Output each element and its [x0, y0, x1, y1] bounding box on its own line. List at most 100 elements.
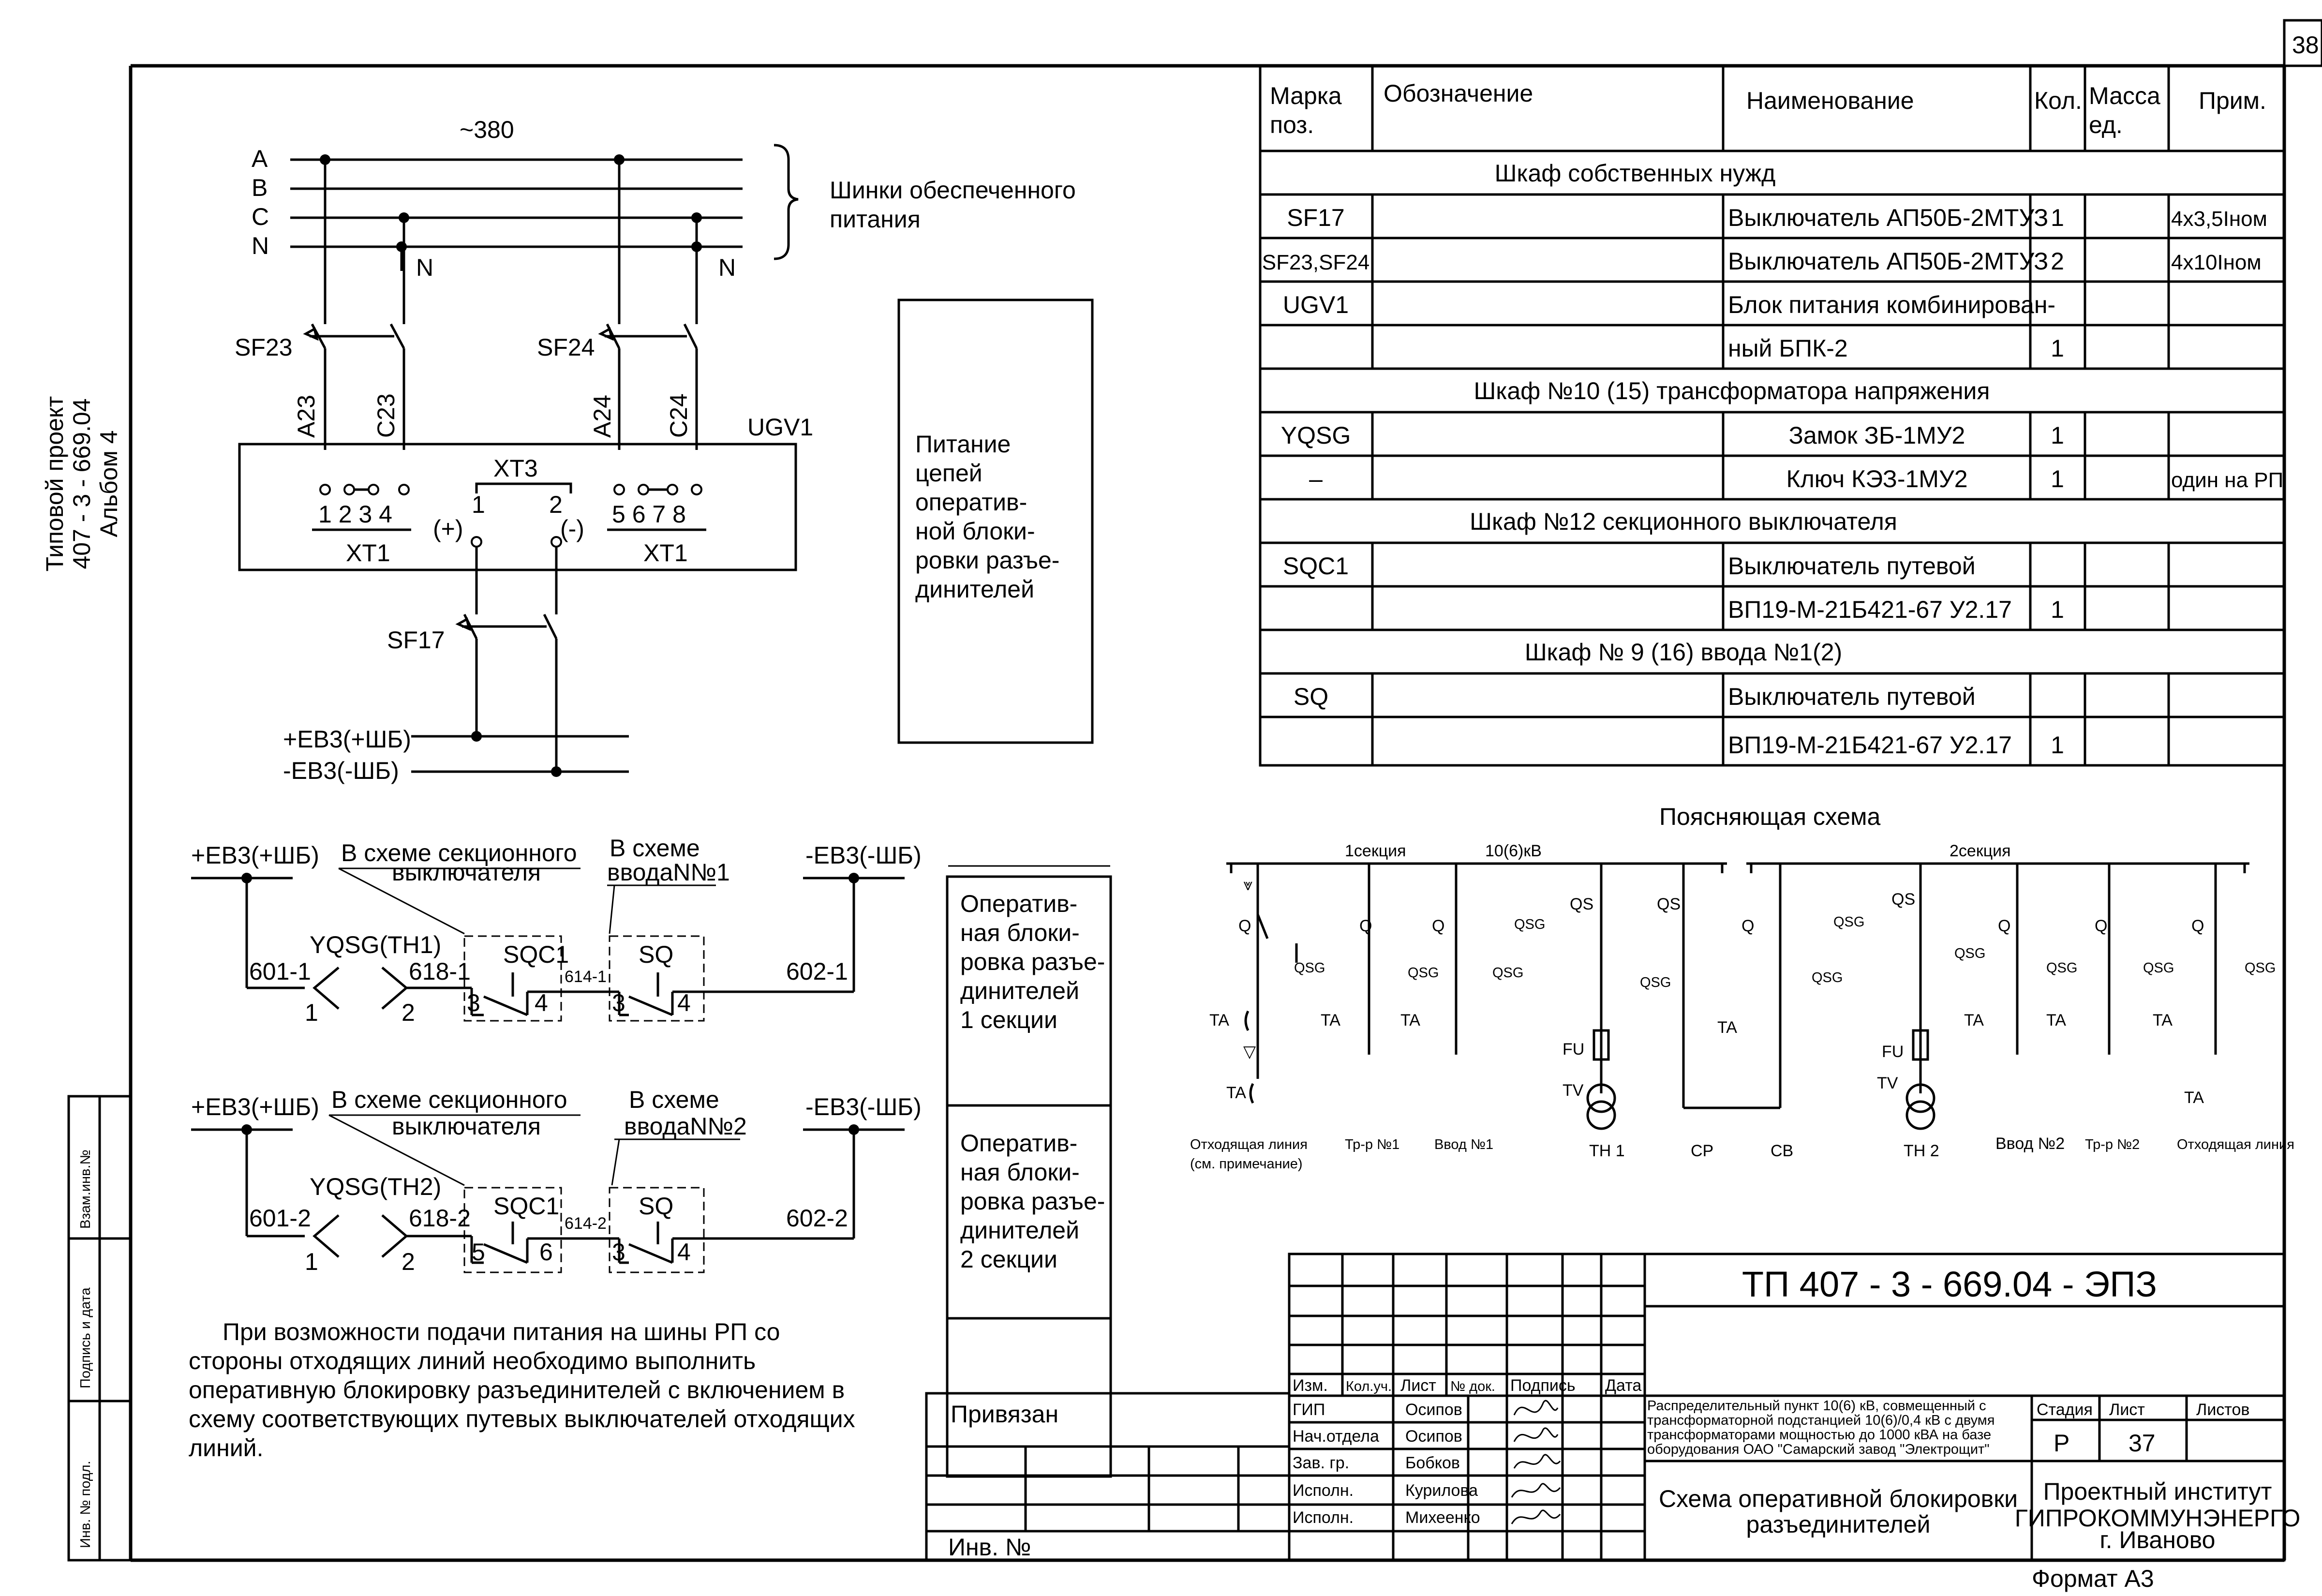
il2-sq: SQ [639, 1193, 673, 1220]
cell-ta-label: TA [1209, 1011, 1229, 1029]
il2-c5: 5 [472, 1238, 485, 1266]
col-koluch: Кол.уч. [1346, 1379, 1392, 1394]
role-5: Исполн. [1293, 1508, 1354, 1527]
left-stamp: Взам.инв.№ Подпись и дата Инв. № подл. [67, 1095, 132, 1562]
section-breaker-cell: Q QSG TA [1717, 917, 1843, 1037]
section-disconnector: QS [1657, 864, 1782, 1109]
name-1: Осипов [1405, 1401, 1462, 1419]
il2-sec-note-1: В схеме секционного [331, 1086, 567, 1113]
sf23-label: SF23 [235, 334, 293, 361]
table-row: ный БПК-2 1 [1728, 335, 2064, 362]
cell-q2-label: Q [1359, 917, 1372, 935]
row-mark: UGV1 [1283, 291, 1349, 318]
bus-note-1: Шинки обеспеченного [830, 177, 1076, 204]
vt-cell: QS QSG QSG FU TV [1514, 864, 1671, 1130]
th-mark-1: Марка [1270, 82, 1342, 109]
col-data: Дата [1605, 1376, 1641, 1395]
note-line-3: оперативную блокировку разъединителей с … [189, 1376, 845, 1403]
power-note-2: цепей [915, 460, 982, 487]
explain-voltage: 10(6)кВ [1485, 842, 1542, 860]
il1-sq-c4: 4 [677, 989, 691, 1016]
cell-q3-label: Q [1432, 917, 1444, 935]
stage-value: Р [2054, 1430, 2069, 1457]
table-row: SF17 Выключатель АП50Б-2МТУЗ 1 4х3,5Iном [1287, 204, 2267, 231]
cell-qsg9-label: QSG [2046, 960, 2077, 976]
il1-c3: 3 [467, 989, 480, 1016]
row-qty: 1 [2051, 204, 2064, 231]
cell-name-6: СВ [1771, 1142, 1793, 1160]
il2-ins-note-1: В схеме [629, 1086, 719, 1113]
name-4: Курилова [1405, 1481, 1478, 1500]
side-stamp-line3: Альбом 4 [95, 430, 122, 537]
input-cell: Q QSG TA [1400, 864, 1523, 1055]
org-1: Проектный институт [2043, 1478, 2272, 1505]
il1-minus: -EB3(-ШБ) [805, 842, 922, 869]
xt1-right-label: XT1 [643, 539, 688, 567]
cell-fu2-label: FU [1882, 1043, 1904, 1061]
row-mark: SF23,SF24 [1262, 251, 1370, 274]
cell-ta4-label: TA [1400, 1011, 1420, 1029]
il2-601: 601-2 [249, 1205, 311, 1232]
cell-name-10: Отходящая линия [2177, 1137, 2294, 1152]
list-header: Лист [2109, 1401, 2145, 1419]
interlock-section-2: +EB3(+ШБ) В схеме секционного выключател… [191, 1086, 922, 1275]
il1-602: 602-1 [786, 958, 848, 985]
out-minus: -EB3(-ШБ) [283, 757, 399, 784]
side-stamp-line2: 407 - 3 - 669.04 [68, 398, 95, 569]
il1-614: 614-1 [565, 968, 607, 986]
il1-n2: 2 [402, 999, 415, 1026]
th-designation: Обозначение [1384, 80, 1533, 107]
row-name: Блок питания комбинирован- [1728, 291, 2055, 318]
cell-qsg6-label: QSG [1812, 970, 1843, 985]
il1-lock: YQSG(TH1) [310, 931, 441, 958]
role-4: Исполн. [1293, 1481, 1354, 1500]
plus-sign: (+) [433, 515, 463, 542]
phase-b-label: B [252, 174, 268, 201]
stamp-podpis: Подпись и дата [78, 1287, 93, 1388]
row-name: ВП19-М-21Б421-67 У2.17 [1728, 596, 2012, 623]
table-row: SQC1 Выключатель путевой [1283, 552, 1976, 580]
power-note-3: оператив- [915, 489, 1027, 516]
n-label-2: N [718, 254, 736, 281]
cell-fu-label: FU [1563, 1040, 1584, 1059]
feeder-cell: ⩔ Q QSG TA ▽ TA [1209, 864, 1325, 1104]
section-4: Шкаф № 9 (16) ввода №1(2) [1525, 639, 1842, 666]
il1-618: 618-1 [409, 958, 471, 985]
row-mark: SQ [1294, 683, 1328, 710]
privyazan: Привязан [951, 1401, 1058, 1428]
il2-plus: +EB3(+ШБ) [191, 1093, 319, 1120]
table-row: ВП19-М-21Б421-67 У2.17 1 [1728, 596, 2064, 623]
cell-name-7: ТН 2 [1904, 1142, 1939, 1160]
row-qty: 1 [2051, 335, 2064, 362]
out-plus: +EB3(+ШБ) [283, 726, 411, 753]
il-note2-4: динителей [960, 1217, 1079, 1244]
table-row: ВП19-М-21Б421-67 У2.17 1 [1728, 731, 2064, 759]
section-2: Шкаф №10 (15) трансформатора напряжения [1474, 377, 1990, 404]
cell-q4-label: Q [1742, 917, 1754, 935]
col-podpis: Подпись [1510, 1376, 1576, 1395]
cell-name-3: Ввод №1 [1434, 1137, 1493, 1152]
il-note1-2: ная блоки- [960, 919, 1080, 946]
transformer-feeder-cell: Q QSG TA [1321, 864, 1439, 1055]
il2-lock: YQSG(TH2) [310, 1173, 441, 1200]
xt3-1: 1 [472, 491, 485, 518]
role-3: Зав. гр. [1293, 1454, 1349, 1472]
cell-q6-label: Q [2095, 917, 2107, 935]
row-mark: SF17 [1287, 204, 1345, 231]
sf17-label: SF17 [387, 626, 445, 654]
name-3: Бобков [1405, 1454, 1460, 1472]
il1-ins-note-2: вводаN№1 [607, 859, 730, 886]
table-row: – Ключ КЭЗ-1МУ2 1 один на РП [1309, 465, 2283, 492]
stage-header: Стадия [2037, 1401, 2093, 1419]
svg-text:▽: ▽ [1243, 1043, 1256, 1061]
ugv1-block [238, 443, 797, 571]
phase-n-label: N [252, 232, 269, 259]
explain-sec1: 1секция [1345, 842, 1406, 860]
il-note2-1: Оператив- [960, 1130, 1077, 1157]
power-note-4: ной блоки- [915, 518, 1035, 545]
row-name: Ключ КЭЗ-1МУ2 [1786, 465, 1967, 492]
wire-a23: A23 [293, 395, 320, 438]
il2-n2: 2 [402, 1248, 415, 1275]
il-note1-1: Оператив- [960, 890, 1077, 917]
ugv1-label: UGV1 [747, 414, 813, 441]
